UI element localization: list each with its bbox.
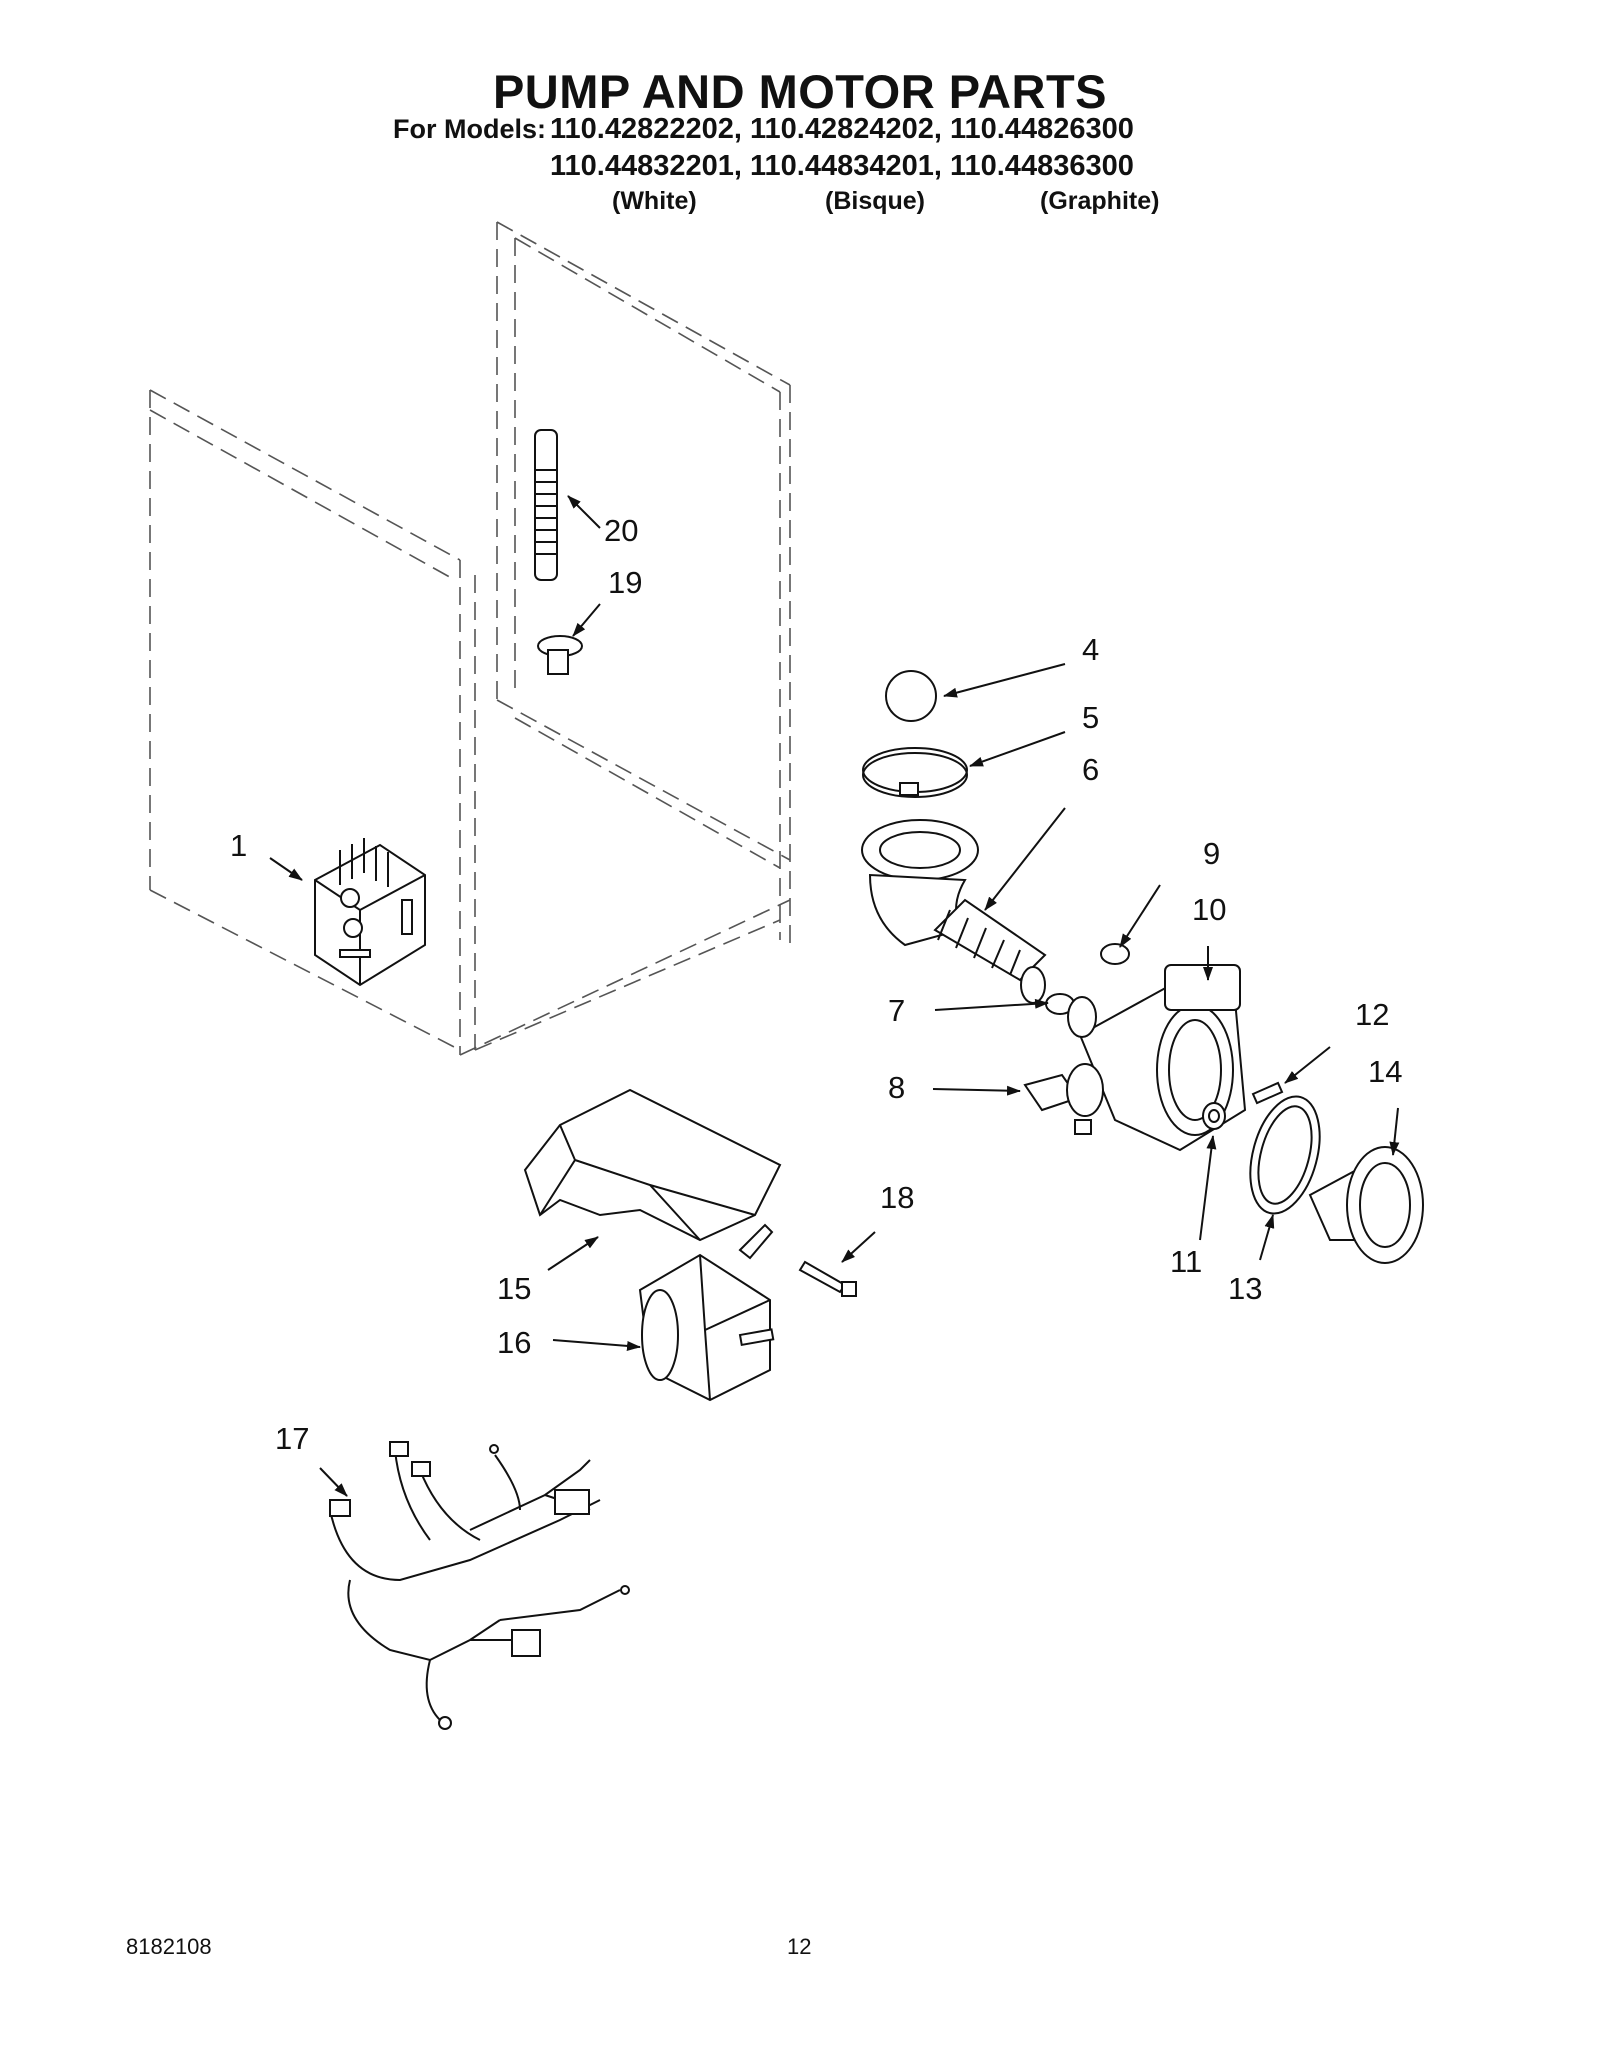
callout-17: 17 [275, 1421, 309, 1456]
part-16-motor [638, 1223, 775, 1402]
model-numbers-row-2: 110.44832201, 110.44834201, 110.44836300 [550, 150, 1134, 182]
callout-20: 20 [604, 513, 638, 548]
callout-9: 9 [1203, 836, 1220, 871]
part-9-clamp [1100, 943, 1130, 965]
part-20-hose [534, 429, 558, 581]
page-title: PUMP AND MOTOR PARTS [492, 65, 1108, 118]
color-graphite: (Graphite) [1040, 187, 1160, 215]
models-label: For Models: [393, 114, 546, 144]
color-white: (White) [612, 187, 697, 215]
callout-19: 19 [608, 565, 642, 600]
callout-8: 8 [888, 1070, 905, 1105]
part-5-clamp-ring [862, 747, 968, 798]
callout-12: 12 [1355, 997, 1389, 1032]
part-18-bolt [798, 1260, 857, 1297]
part-12-screw [1251, 1081, 1284, 1105]
callout-16: 16 [497, 1325, 531, 1360]
part-17-wire-harness [329, 1441, 630, 1730]
part-14-filter [1308, 1146, 1424, 1264]
callout-10: 10 [1192, 892, 1226, 927]
callout-14: 14 [1368, 1054, 1402, 1089]
model-numbers-row-1: 110.42822202, 110.42824202, 110.44826300 [550, 113, 1134, 145]
callout-18: 18 [880, 1180, 914, 1215]
part-4-ball [885, 670, 937, 722]
leader-arrows [269, 495, 1400, 1497]
callout-4: 4 [1082, 632, 1099, 667]
callout-6: 6 [1082, 752, 1099, 787]
callout-5: 5 [1082, 700, 1099, 735]
part-6-bellows [861, 819, 1047, 1004]
callout-13: 13 [1228, 1271, 1262, 1306]
part-13-o-ring [1249, 1095, 1321, 1215]
part-19-clamp [537, 635, 583, 675]
color-bisque: (Bisque) [825, 187, 925, 215]
callout-11: 11 [1170, 1244, 1202, 1279]
callout-numbers: 20 19 1 4 5 6 9 10 7 8 12 14 11 13 18 15… [230, 513, 1402, 1456]
page-number: 12 [787, 1934, 812, 1959]
cabinet-outline [149, 221, 791, 1056]
part-1-module [314, 838, 426, 987]
callout-1: 1 [230, 828, 247, 863]
callout-15: 15 [497, 1271, 531, 1306]
part-11-washer [1202, 1102, 1226, 1130]
part-15-shroud [523, 1088, 782, 1242]
callout-7: 7 [888, 993, 905, 1028]
document-number: 8182108 [126, 1934, 212, 1959]
